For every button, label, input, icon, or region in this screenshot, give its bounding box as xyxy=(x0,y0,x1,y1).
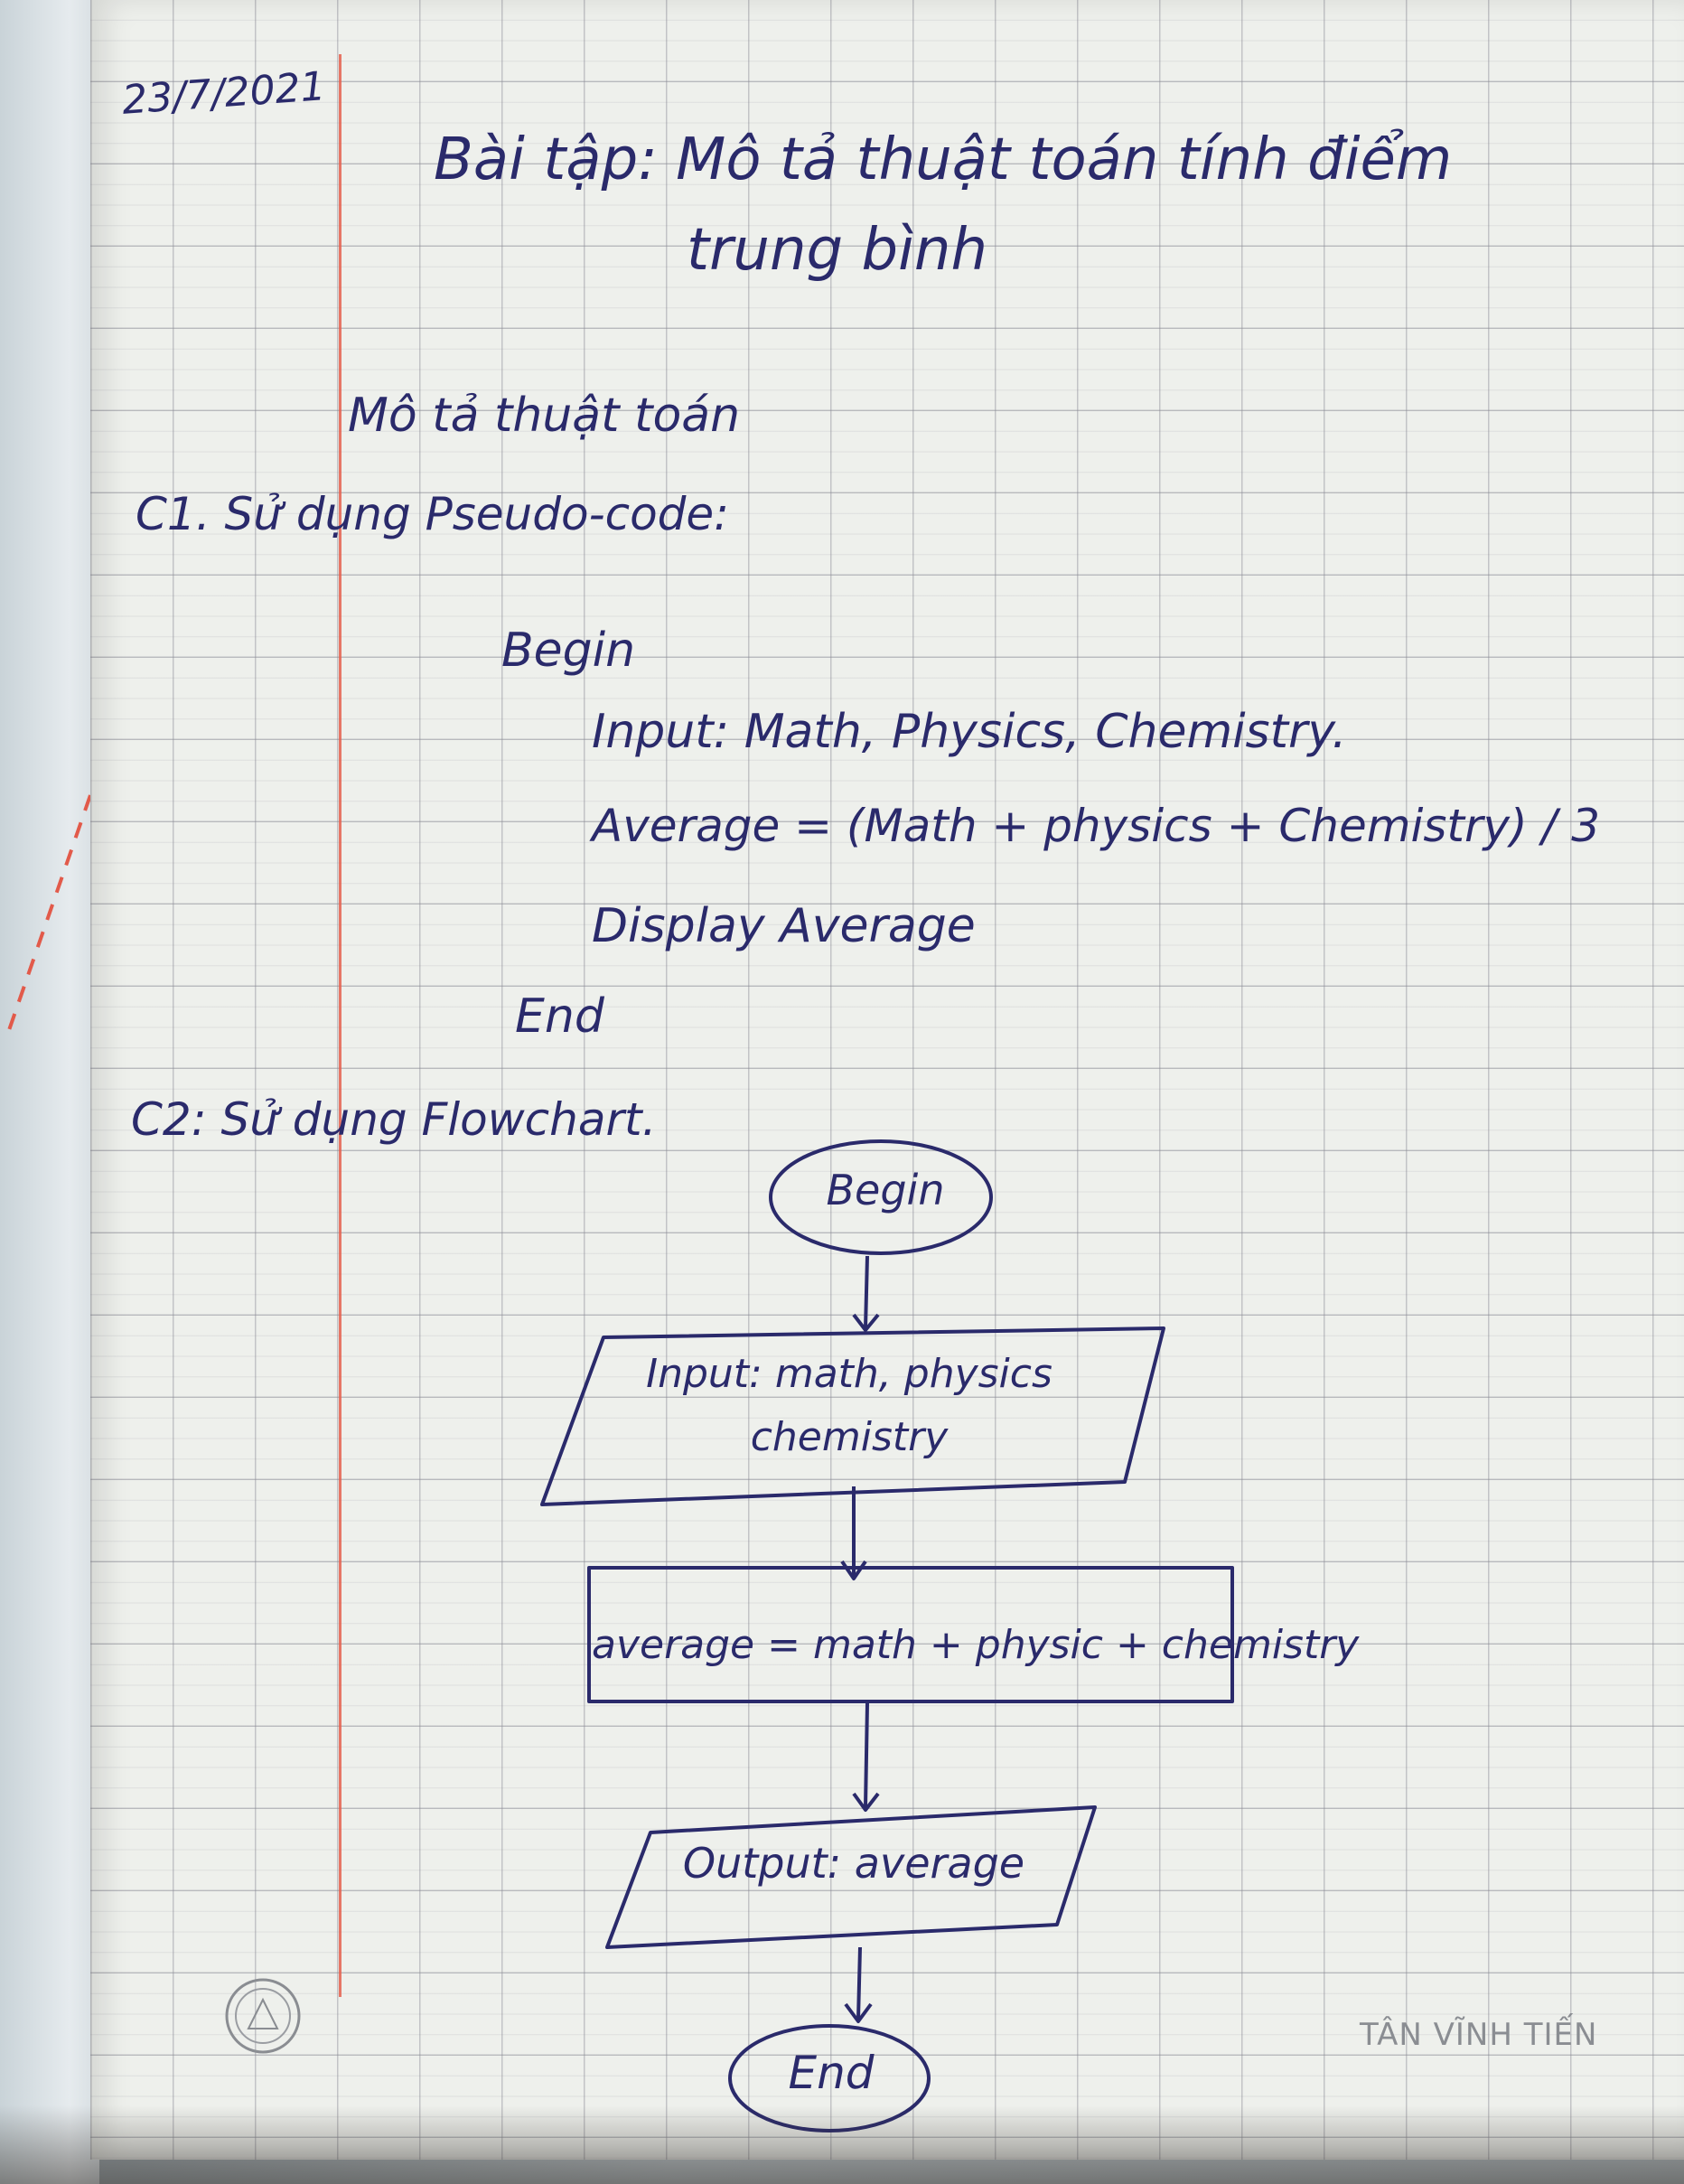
brand-text: TÂN VĨNH TIẾN xyxy=(1360,2017,1598,2053)
publisher-logo-icon xyxy=(225,1978,301,2054)
arrow-start-to-input xyxy=(864,1255,869,1329)
arrow-process-to-output xyxy=(864,1702,869,1808)
page-title-line1: Bài tập: Mô tả thuật toán tính điểm xyxy=(434,127,1453,193)
flow-begin-label: Begin xyxy=(826,1166,945,1214)
bottom-shadow xyxy=(0,2105,1684,2184)
red-margin-line xyxy=(339,54,341,1997)
start-terminator xyxy=(769,1139,993,1255)
pseudocode-begin: Begin xyxy=(501,623,636,678)
pseudocode-input: Input: Math, Physics, Chemistry. xyxy=(592,705,1347,759)
left-notebook-page xyxy=(0,0,99,2184)
arrow-output-to-end xyxy=(856,1946,862,2020)
flow-input-label-line1: Input: math, physics xyxy=(646,1351,1052,1397)
process-rectangle xyxy=(587,1566,1234,1703)
pseudocode-average: Average = (Math + physics + Chemistry) /… xyxy=(592,800,1601,852)
subheading: Mô tả thuật toán xyxy=(348,389,741,443)
red-dashed-edge xyxy=(7,794,92,1031)
flow-process-label: average = math + physic + chemistry xyxy=(592,1622,1360,1668)
method2-heading: C2: Sử dụng Flowchart. xyxy=(131,1093,657,1146)
flow-end-label: End xyxy=(788,2047,875,2099)
flow-output-label: Output: average xyxy=(682,1839,1025,1888)
flow-input-label-line2: chemistry xyxy=(750,1414,949,1460)
input-parallelogram xyxy=(540,1326,1165,1506)
pseudocode-end: End xyxy=(515,989,604,1044)
output-parallelogram xyxy=(605,1805,1097,1949)
page-title-line2: trung bình xyxy=(687,217,988,284)
grid-notebook-page xyxy=(90,0,1684,2160)
pseudocode-display: Display Average xyxy=(592,899,976,953)
method1-heading: C1. Sử dụng Pseudo-code: xyxy=(136,488,730,540)
